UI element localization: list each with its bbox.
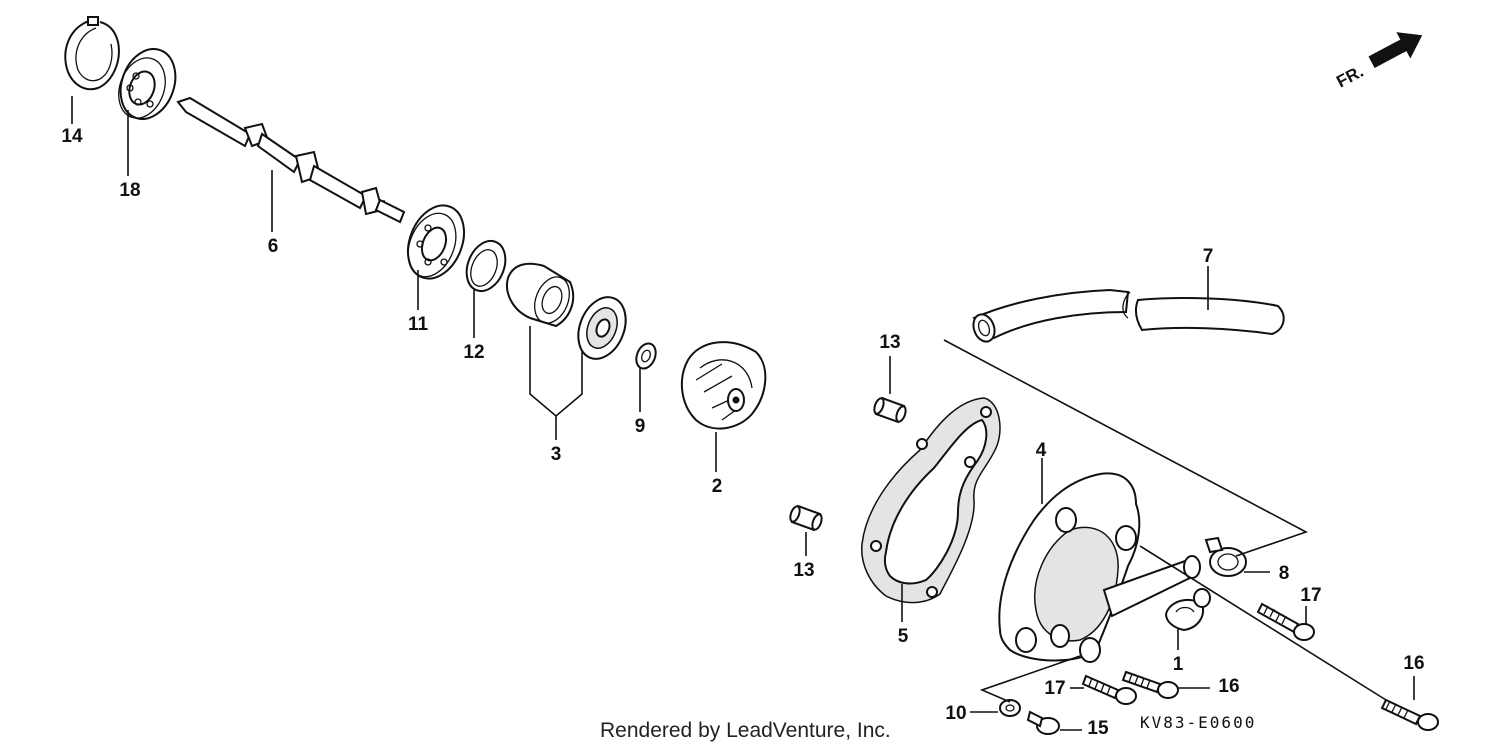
part-13-dowel-pin-lower[interactable] [789, 504, 824, 532]
part-3-mechanical-seal[interactable] [506, 262, 634, 366]
part-1-hose-clamp[interactable] [1164, 588, 1211, 632]
front-label: FR. [1333, 62, 1366, 92]
part-8-hose-clamp[interactable] [1204, 536, 1247, 577]
part-11-bearing[interactable] [398, 197, 475, 287]
callout-1: 1 [1173, 654, 1184, 675]
callouts: 14 18 6 11 12 3 9 2 13 13 7 4 5 8 17 1 1… [61, 126, 1424, 739]
part-13-dowel-pin-upper[interactable] [873, 396, 908, 424]
callout-12: 12 [463, 342, 484, 363]
part-10-sealing-washer[interactable] [999, 699, 1021, 717]
callout-3: 3 [551, 444, 562, 465]
part-9-washer[interactable] [633, 341, 659, 372]
callout-5: 5 [898, 626, 909, 647]
callout-13-lower: 13 [793, 560, 814, 581]
callout-17-right: 17 [1300, 585, 1321, 606]
part-12-oil-seal[interactable] [460, 235, 513, 297]
part-16-bolt-center[interactable] [1121, 670, 1179, 699]
callout-2: 2 [712, 476, 723, 497]
part-17-bolt-right[interactable] [1256, 602, 1315, 641]
callout-16-right: 16 [1403, 653, 1424, 674]
part-16-long-bolt-right[interactable] [1380, 698, 1439, 731]
part-5-gasket[interactable] [861, 397, 1001, 604]
part-15-drain-bolt[interactable] [1026, 710, 1060, 735]
callout-6: 6 [268, 236, 279, 257]
part-4-pump-cover[interactable] [998, 472, 1201, 663]
part-2-impeller[interactable] [680, 341, 767, 430]
part-7-water-hose[interactable] [970, 288, 1285, 345]
callout-13-upper: 13 [879, 332, 900, 353]
callout-7: 7 [1203, 246, 1214, 267]
callout-10: 10 [945, 703, 966, 724]
callout-4: 4 [1036, 440, 1047, 461]
callout-18: 18 [119, 180, 140, 201]
leader-lines [71, 96, 1415, 731]
part-17-bolt-center[interactable] [1081, 674, 1137, 705]
callout-16-center: 16 [1218, 676, 1239, 697]
render-credit: Rendered by LeadVenture, Inc. [600, 719, 891, 742]
front-direction-indicator: FR. [1333, 32, 1423, 92]
callout-9: 9 [635, 416, 646, 437]
callout-8: 8 [1279, 563, 1290, 584]
callout-11: 11 [408, 314, 429, 335]
callout-15: 15 [1087, 718, 1109, 739]
diagram-code: KV83-E0600 [1140, 713, 1256, 732]
callout-17-center: 17 [1044, 678, 1065, 699]
part-14-snap-ring[interactable] [64, 16, 120, 91]
part-6-pump-shaft[interactable] [176, 96, 406, 224]
callout-14: 14 [61, 126, 83, 147]
part-18-bearing[interactable] [111, 41, 185, 126]
